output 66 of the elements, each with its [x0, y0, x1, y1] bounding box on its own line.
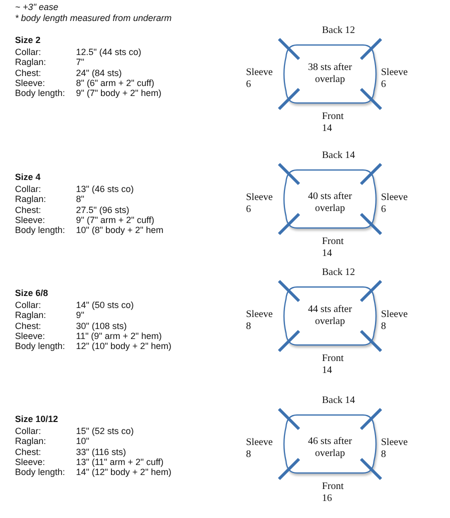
- stitch-count-text: 40 sts after overlap: [307, 191, 353, 215]
- edge-measure-label: Sleeve 8: [246, 309, 274, 333]
- measure-value: 24" (84 sts): [76, 68, 122, 78]
- measure-name: Collar:: [15, 47, 42, 57]
- edge-measure-label: Back 12: [322, 267, 356, 279]
- measure-name: Chest:: [15, 320, 42, 331]
- measure-value: 7": [76, 57, 84, 68]
- measure-value: 33" (116 sts): [76, 446, 126, 457]
- measure-value: 30" (108 sts): [76, 320, 127, 331]
- measure-value: 9" (7" arm + 2" cuff): [76, 214, 154, 225]
- size-heading: Size 2: [15, 35, 41, 45]
- edge-measure-label: Sleeve 6: [246, 67, 274, 91]
- measure-value: 9": [76, 310, 84, 320]
- edge-measure-label: Back 12: [322, 25, 356, 37]
- edge-measure-label: Back 14: [322, 150, 356, 162]
- measure-value: 15" (52 sts co): [76, 426, 134, 436]
- edge-measure-label: Front 14: [322, 111, 345, 135]
- edge-measure-label: Back 14: [322, 395, 356, 407]
- size-heading: Size 10/12: [15, 414, 58, 424]
- stitch-count-text: 44 sts after overlap: [307, 304, 353, 328]
- measure-value: 12" (10" body + 2" hem): [76, 341, 172, 352]
- measure-name: Sleeve:: [15, 330, 46, 341]
- measure-name: Raglan:: [15, 194, 46, 204]
- stitch-count-text: 46 sts after overlap: [307, 436, 353, 460]
- measure-name: Collar:: [15, 184, 42, 194]
- size-heading: Size 6/8: [15, 288, 48, 298]
- measure-name: Collar:: [15, 300, 42, 310]
- measure-value: 13" (46 sts co): [76, 184, 134, 194]
- measure-name: Body length:: [15, 341, 66, 352]
- measure-name: Raglan:: [15, 57, 46, 68]
- measure-name: Raglan:: [15, 436, 46, 446]
- measure-name: Chest:: [15, 68, 42, 78]
- measure-value: 14" (50 sts co): [76, 300, 134, 310]
- measure-name: Body length:: [15, 467, 66, 478]
- measure-value: 10" (8" body + 2" hem: [76, 225, 164, 236]
- measure-name: Sleeve:: [15, 456, 46, 467]
- size-heading: Size 4: [15, 172, 41, 182]
- measure-name: Chest:: [15, 446, 42, 457]
- measure-name: Chest:: [15, 204, 42, 215]
- measure-value: 9" (7" body + 2" hem): [76, 88, 162, 98]
- measure-value: 8": [76, 194, 84, 204]
- edge-measure-label: Sleeve 6: [381, 192, 409, 216]
- note-text: * body length measured from underarm: [15, 13, 172, 23]
- measure-value: 12.5" (44 sts co): [76, 47, 142, 57]
- edge-measure-label: Front 16: [322, 481, 345, 505]
- measure-value: 13" (11" arm + 2" cuff): [76, 456, 164, 467]
- edge-measure-label: Sleeve 8: [381, 309, 409, 333]
- edge-measure-label: Sleeve 6: [246, 192, 274, 216]
- measure-name: Body length:: [15, 88, 66, 98]
- stitch-count-text: 38 sts after overlap: [307, 62, 353, 86]
- measure-value: 8" (6" arm + 2" cuff): [76, 78, 154, 88]
- measure-value: 10": [76, 436, 90, 446]
- measure-value: 11" (9" arm + 2" hem): [76, 330, 162, 341]
- measure-value: 27.5" (96 sts): [76, 204, 130, 215]
- measure-name: Raglan:: [15, 310, 46, 320]
- edge-measure-label: Front 14: [322, 236, 345, 260]
- edge-measure-label: Front 14: [322, 353, 345, 377]
- measure-value: 14" (12" body + 2" hem): [76, 467, 172, 478]
- edge-measure-label: Sleeve 8: [381, 437, 409, 461]
- edge-measure-label: Sleeve 6: [381, 67, 409, 91]
- measure-name: Collar:: [15, 426, 42, 436]
- measure-name: Sleeve:: [15, 78, 46, 88]
- measure-name: Body length:: [15, 225, 66, 236]
- edge-measure-label: Sleeve 8: [246, 437, 274, 461]
- measure-name: Sleeve:: [15, 214, 46, 225]
- note-text: ~ +3" ease: [15, 2, 58, 12]
